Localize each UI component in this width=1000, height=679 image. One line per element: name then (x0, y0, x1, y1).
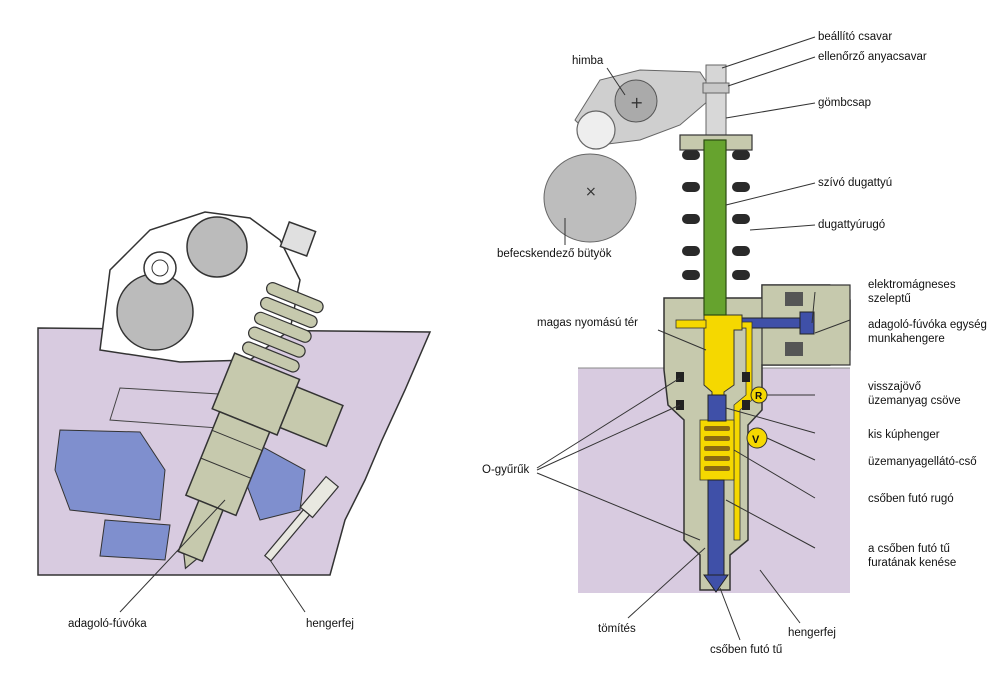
right-nozzle-needle (707, 479, 725, 576)
right-solenoid-coil-top (785, 292, 803, 306)
right-return-marker-text: R (755, 391, 763, 402)
label-cylinder-head-left: hengerfej (306, 618, 354, 630)
label-nozzle-spring: csőben futó rugó (868, 493, 954, 505)
right-o-ring-2 (742, 372, 750, 382)
label-needle-lube-2: furatának kenése (868, 557, 957, 569)
label-solenoid-valve-2: szeleptű (868, 293, 911, 305)
left-injector-leader (119, 499, 226, 613)
left-coolant-pocket-1 (54, 429, 166, 521)
label-fuel-feed: üzemanyagellátó-cső (868, 456, 977, 468)
left-rocker-roller-2 (116, 273, 194, 351)
label-suction-piston: szívó dugattyú (818, 177, 893, 189)
label-injection-cam: befecskendező bütyök (497, 248, 612, 260)
right-o-ring-1 (676, 372, 684, 382)
right-suction-piston (703, 139, 727, 316)
label-pump-element-1: adagoló-fúvóka egység (868, 319, 987, 331)
label-adjusting-screw: beállító csavar (818, 31, 893, 43)
label-lock-nut: ellenőrző anyacsavar (818, 51, 927, 63)
label-needle-lube-1: a csőben futó tű (868, 543, 950, 555)
label-seal: tömítés (598, 623, 636, 635)
label-o-rings: O-gyűrűk (482, 464, 530, 476)
label-piston-spring: dugattyúrugó (818, 219, 886, 231)
label-small-cone: kis kúphenger (868, 429, 940, 441)
label-return-line-1: visszajövő (868, 381, 922, 393)
label-solenoid-valve-1: elektromágneses (868, 279, 956, 291)
right-solenoid-coil-bottom (785, 342, 803, 356)
left-coolant-pocket-3 (99, 519, 171, 561)
left-injector-tip (183, 552, 198, 570)
label-cylinder-head-right: hengerfej (788, 627, 836, 639)
right-nozzle-tip (703, 574, 729, 593)
left-head-leader (269, 559, 306, 613)
left-injector-spring (242, 282, 324, 373)
label-return-line-2: üzemanyag csöve (868, 395, 961, 407)
left-injector (177, 282, 344, 570)
right-small-cone (707, 394, 727, 422)
left-rocker-pivot-inner (151, 259, 169, 277)
right-cam-cross: × (585, 184, 597, 200)
label-pump-element-2: munkahengere (868, 333, 945, 345)
right-rocker-roller (576, 110, 616, 150)
right-rocker-hatch (614, 79, 658, 123)
left-rocker-roller-1 (186, 216, 248, 278)
label-injector-left: adagoló-fúvóka (68, 618, 147, 630)
right-ball-pin (705, 92, 727, 136)
right-injection-cam (543, 153, 637, 243)
label-nozzle-needle: csőben futó tű (710, 644, 783, 656)
right-feed-marker-text: V (752, 434, 760, 446)
right-solenoid-armature (799, 311, 815, 335)
left-adjusting-bolt (279, 221, 317, 257)
right-rocker-cross: + (630, 93, 643, 112)
left-view (37, 211, 432, 613)
right-view: + × (536, 36, 851, 641)
right-left-channel (675, 319, 707, 329)
right-nozzle-spring (699, 419, 735, 481)
right-lock-nut (702, 82, 730, 94)
label-high-pressure-chamber: magas nyomású tér (537, 317, 638, 329)
label-rocker: himba (572, 55, 604, 67)
right-leaders (536, 36, 851, 641)
right-piston-spring (682, 150, 750, 280)
label-ball-pin: gömbcsap (818, 97, 872, 109)
left-glow-plug (263, 475, 340, 562)
left-injector-solenoid (279, 385, 344, 448)
right-o-ring-4 (742, 400, 750, 410)
